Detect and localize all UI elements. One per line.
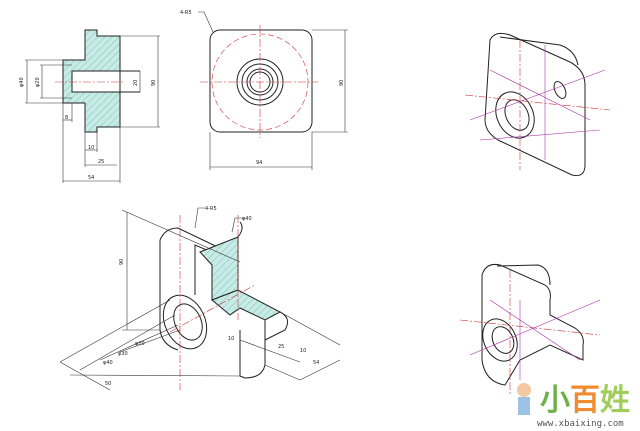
- iso-dim-10-b: 10: [300, 348, 306, 354]
- dim-10: 10: [88, 145, 94, 151]
- front-view: 4-R5 90 94: [180, 10, 348, 170]
- iso-dim-25: 25: [278, 344, 284, 350]
- dim-54: 54: [88, 175, 94, 181]
- iso-view-top: [464, 32, 611, 176]
- iso-dim-phi40: φ40: [103, 360, 113, 366]
- dim-phi20: φ20: [35, 77, 41, 87]
- watermark-char-2: 百: [570, 383, 600, 418]
- iso-dim-90: 90: [119, 259, 125, 265]
- dim-20: 20: [133, 80, 139, 86]
- mascot-icon: [517, 383, 531, 397]
- iso-dim-phi30: φ30: [118, 351, 128, 357]
- iso-view-bottom: [459, 264, 601, 395]
- dim-90: 90: [151, 80, 157, 86]
- iso-dim-54: 54: [313, 360, 319, 366]
- iso-section-view: 4-R5 φ40 90 φ20 φ30 φ40 50 10 25 10 54: [59, 206, 341, 391]
- iso-dim-50: 50: [105, 381, 111, 387]
- section-view: φ40 φ20 20 90 8 10 25 54: [19, 29, 160, 183]
- dim-94-width: 94: [256, 160, 262, 166]
- watermark: 小 百 姓 www.xbaixing.com: [517, 383, 630, 429]
- iso-dim-phi20: φ20: [135, 341, 145, 347]
- dim-90-height: 90: [339, 80, 345, 86]
- watermark-url: www.xbaixing.com: [537, 419, 624, 429]
- iso-dim-4-r5: 4-R5: [205, 206, 217, 212]
- dim-4-r5: 4-R5: [180, 10, 192, 16]
- iso-dim-10-a: 10: [228, 336, 234, 342]
- watermark-char-3: 姓: [600, 383, 630, 418]
- dim-8: 8: [65, 115, 68, 121]
- dim-phi40: φ40: [19, 77, 25, 87]
- iso-dim-phi40-top: φ40: [242, 216, 252, 222]
- dim-25: 25: [98, 159, 104, 165]
- watermark-char-1: 小: [540, 383, 570, 418]
